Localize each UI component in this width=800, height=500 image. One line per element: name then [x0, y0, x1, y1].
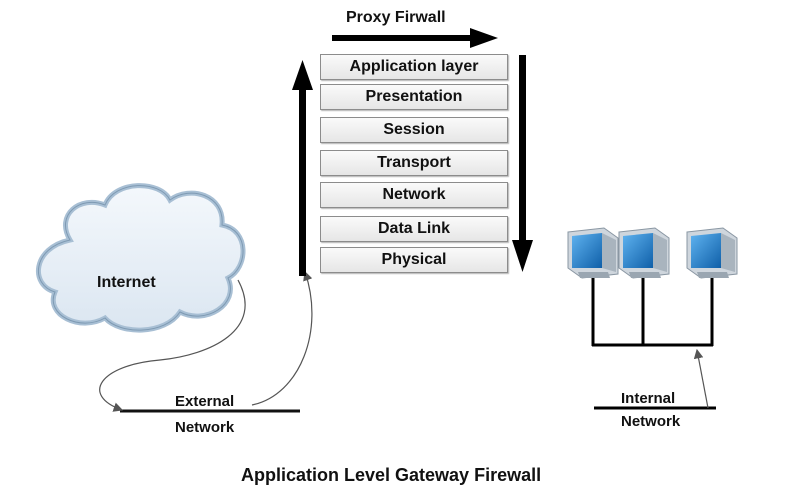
up-arrow-icon: [292, 60, 313, 276]
external-network-label-line2: Network: [175, 419, 235, 436]
proxy-label: Proxy Firwall: [346, 9, 446, 26]
computer-icon: [618, 227, 670, 279]
internet-cloud-icon: [35, 183, 246, 333]
layer-transport: Transport: [320, 150, 508, 176]
computer-icon: [567, 227, 619, 279]
external-network-link: [99, 270, 313, 413]
computer-icon: [686, 227, 738, 279]
internal-network-label-line1: Internal: [621, 390, 676, 407]
internet-label: Internet: [97, 274, 156, 291]
internal-network-label-line2: Network: [621, 413, 681, 430]
down-arrow-icon: [512, 55, 533, 272]
proxy-right-arrow-icon: [332, 28, 498, 48]
layer-presentation: Presentation: [320, 84, 508, 110]
external-network-label-line1: External: [175, 393, 235, 410]
layer-data-link: Data Link: [320, 216, 508, 242]
diagram-title: Application Level Gateway Firewall: [241, 465, 542, 485]
layer-session: Session: [320, 117, 508, 143]
layer-network: Network: [320, 182, 508, 208]
layer-physical: Physical: [320, 247, 508, 273]
layer-application: Application layer: [320, 54, 508, 80]
internal-network-lines: [591, 272, 716, 410]
